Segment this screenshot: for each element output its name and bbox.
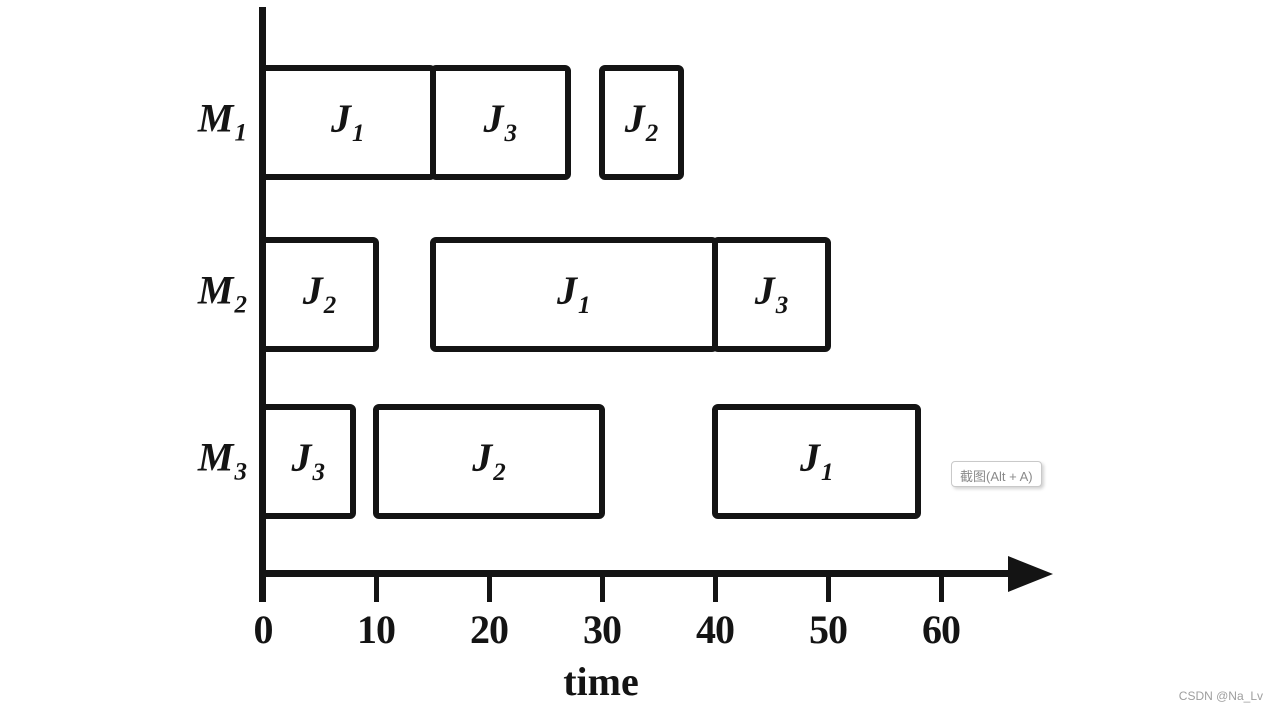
job-label-subscript: 1	[352, 120, 365, 147]
job-label-base: J	[754, 268, 775, 313]
x-axis-tick-label-20: 20	[470, 607, 509, 652]
job-label-base: J	[557, 268, 577, 313]
x-axis-tick-20	[487, 577, 492, 602]
machine-label-base: M	[197, 266, 234, 312]
job-label-base: J	[302, 268, 323, 313]
x-axis-tick-label-60: 60	[922, 607, 961, 652]
gantt-bar-J2-M3: J2	[373, 404, 605, 519]
x-axis-tick-50	[826, 577, 831, 602]
x-axis-tick-label-40: 40	[696, 607, 735, 652]
job-label-subscript: 3	[312, 459, 325, 486]
gantt-bar-J1-M2: J1	[429, 237, 718, 352]
job-label-subscript: 3	[504, 120, 518, 147]
gantt-bar-J1-M3: J1	[712, 404, 922, 519]
machine-label-subscript: 1	[234, 118, 248, 146]
x-axis-tick-label-0: 0	[253, 607, 274, 652]
job-label-subscript: 1	[578, 292, 591, 319]
x-axis-tick-10	[374, 577, 379, 602]
gantt-bar-J3-M2: J3	[712, 237, 831, 352]
machine-label-base: M	[197, 433, 234, 479]
job-label-base: J	[472, 435, 493, 480]
job-label-base: J	[331, 96, 351, 141]
job-label-base: J	[291, 435, 312, 480]
job-label-base: J	[624, 96, 645, 141]
job-label-subscript: 2	[645, 120, 659, 147]
gantt-bar-J2-M2: J2	[260, 237, 379, 352]
machine-label-subscript: 2	[234, 290, 248, 318]
gantt-bar-J1-M1: J1	[260, 65, 436, 180]
job-label-subscript: 3	[775, 292, 789, 319]
x-axis-tick-label-50: 50	[809, 607, 848, 652]
job-label: J1	[799, 435, 834, 486]
x-axis-arrowhead-icon	[1008, 556, 1053, 592]
job-label: J3	[754, 268, 789, 319]
watermark: CSDN @Na_Lv	[1178, 689, 1263, 703]
machine-label-M2: M2	[120, 266, 247, 319]
job-label: J1	[331, 96, 365, 147]
job-label-subscript: 2	[493, 459, 506, 486]
machine-label-base: M	[197, 94, 234, 140]
gantt-bar-J3-M1: J3	[429, 65, 572, 180]
job-label-subscript: 2	[323, 292, 337, 319]
gantt-bar-J2-M1: J2	[599, 65, 685, 180]
x-axis-tick-30	[600, 577, 605, 602]
job-label: J2	[624, 96, 659, 147]
job-label-subscript: 1	[820, 459, 834, 486]
x-axis-tick-label-10: 10	[357, 607, 396, 652]
machine-label-M1: M1	[120, 94, 247, 147]
job-label: J3	[291, 435, 325, 486]
screenshot-tooltip: 截图(Alt + A)	[951, 461, 1042, 487]
machine-label-subscript: 3	[234, 457, 248, 485]
x-axis-tick-60	[939, 577, 944, 602]
job-label-base: J	[799, 435, 820, 480]
machine-label-M3: M3	[120, 433, 247, 486]
job-label-base: J	[483, 96, 504, 141]
x-axis-line	[259, 570, 1011, 577]
x-axis-tick-40	[713, 577, 718, 602]
gantt-bar-J3-M3: J3	[260, 404, 357, 519]
job-label: J1	[557, 268, 591, 319]
x-axis-tick-label-30: 30	[583, 607, 622, 652]
job-label: J2	[472, 435, 506, 486]
job-label: J2	[302, 268, 337, 319]
x-axis-title: time	[563, 659, 639, 704]
job-label: J3	[483, 96, 518, 147]
